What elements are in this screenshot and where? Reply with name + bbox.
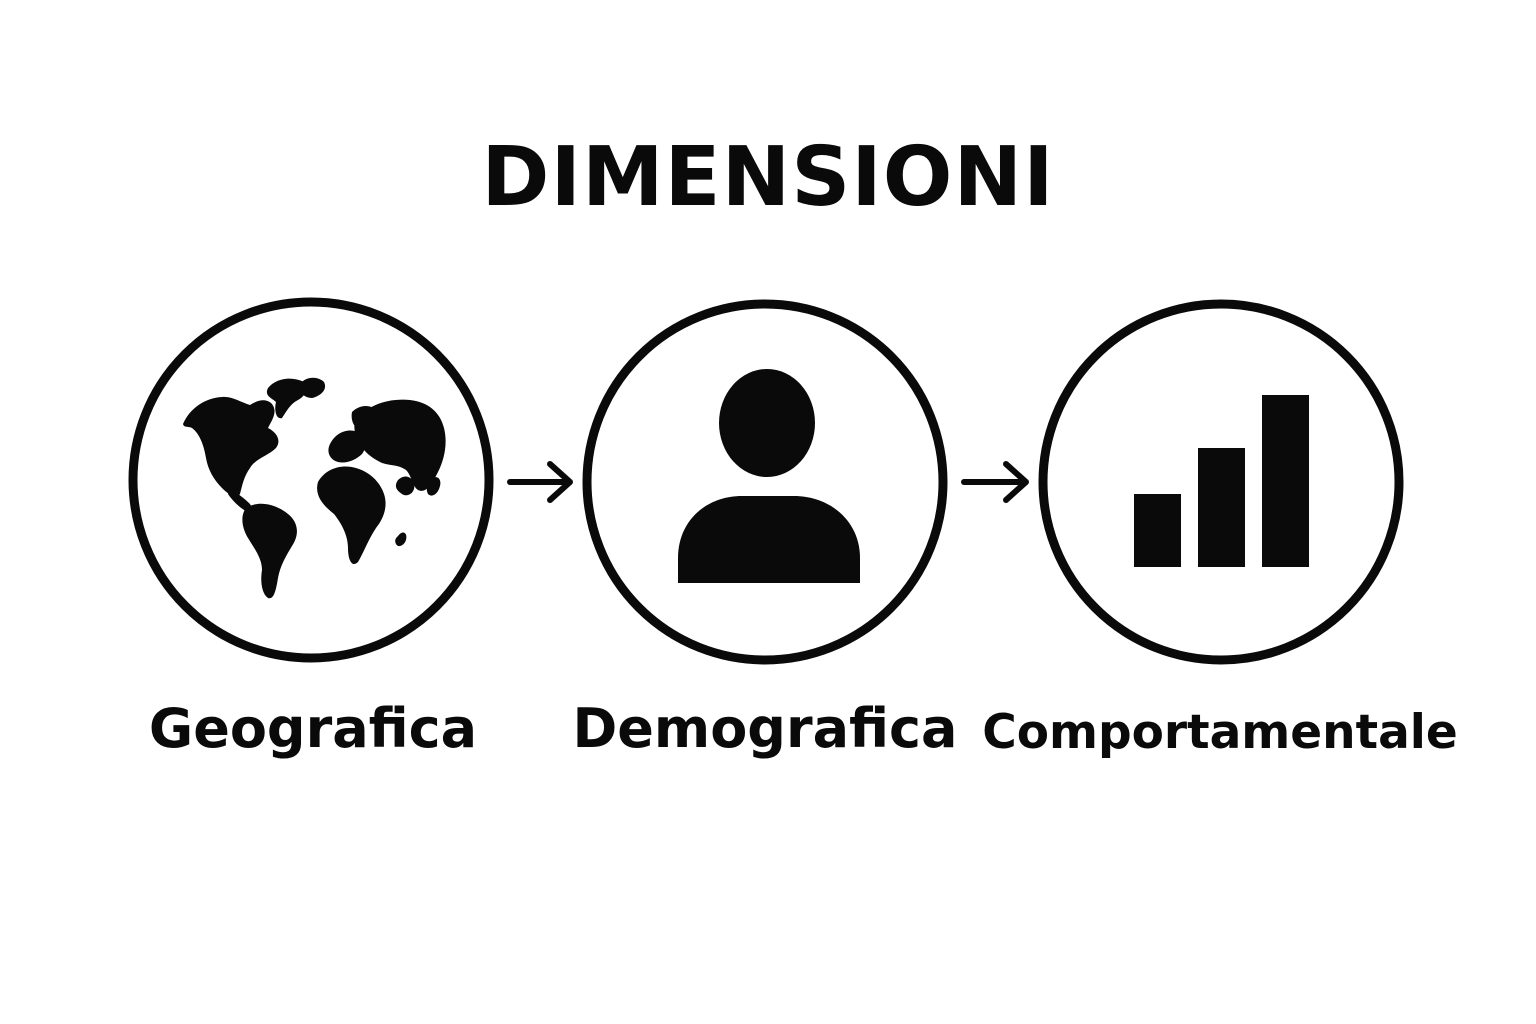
node-label-geografica: Geografica <box>148 697 478 760</box>
node-comportamentale <box>1038 299 1404 665</box>
diagram-title: DIMENSIONI <box>481 130 1055 225</box>
arrow-right-icon <box>961 461 1029 503</box>
bar-chart-icon <box>1134 395 1309 567</box>
person-icon <box>678 369 860 583</box>
arrow-right-icon <box>507 461 573 503</box>
node-circle <box>582 299 948 665</box>
node-label-demografica: Demografica <box>572 697 958 760</box>
node-geografica <box>128 297 494 663</box>
node-label-comportamentale: Comportamentale <box>982 705 1458 760</box>
node-demografica <box>582 299 948 665</box>
world-map-icon <box>183 377 446 599</box>
node-circle <box>128 297 494 663</box>
node-circle <box>1038 299 1404 665</box>
